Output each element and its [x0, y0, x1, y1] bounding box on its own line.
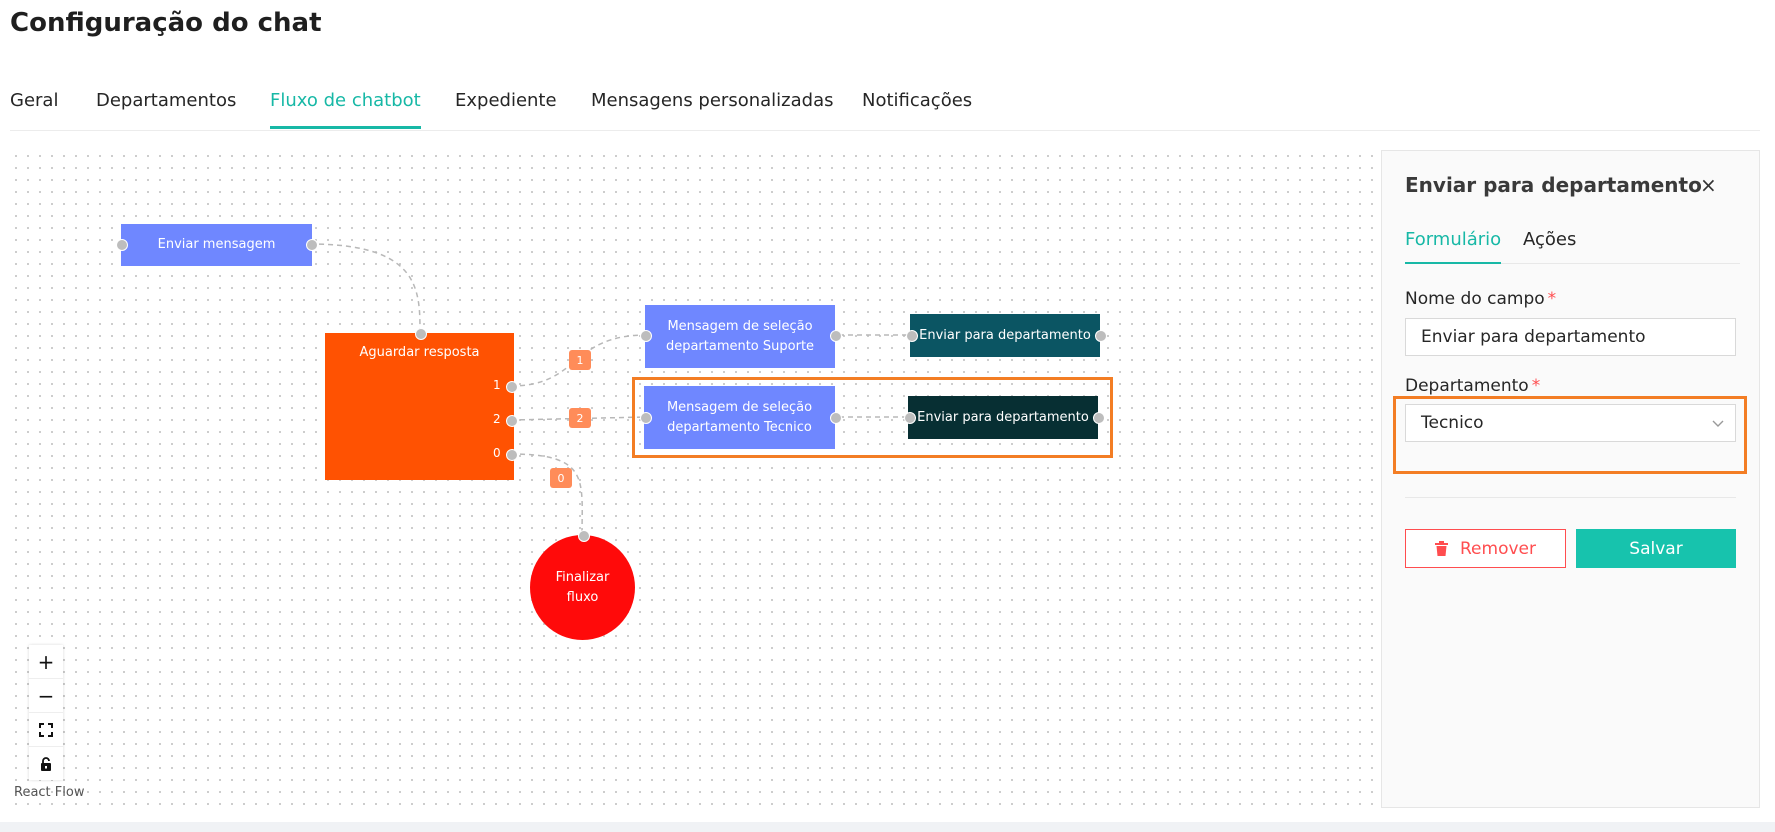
lock-icon: [41, 756, 51, 771]
department-select[interactable]: Tecnico: [1405, 404, 1736, 442]
node-handle[interactable]: [906, 330, 918, 342]
node-handle[interactable]: [578, 530, 590, 542]
fit-view-button[interactable]: [29, 713, 63, 747]
fit-view-icon: [39, 722, 53, 737]
node-label: Finalizar fluxo: [555, 569, 610, 605]
panel-divider: [1405, 497, 1736, 498]
edge-await-to-end: [510, 453, 583, 537]
node-enviar-mensagem[interactable]: Enviar mensagem: [121, 224, 312, 266]
option-label: 2: [493, 412, 501, 426]
tab-formulario[interactable]: Formulário: [1405, 229, 1502, 264]
node-aguardar-resposta[interactable]: Aguardar resposta: [325, 333, 514, 480]
page-title: Configuração do chat: [10, 8, 322, 38]
node-selecao-tecnico[interactable]: Mensagem de seleção departamento Tecnico: [644, 386, 835, 449]
node-handle[interactable]: [506, 449, 518, 461]
flow-controls: + −: [29, 645, 63, 780]
field-name-label: Nome do campo*: [1405, 289, 1556, 309]
node-label: Mensagem de seleção departamento Suporte: [665, 318, 815, 354]
edge-label: 2: [569, 408, 591, 428]
edge-send-to-await: [309, 243, 421, 334]
node-label: Aguardar resposta: [359, 345, 480, 360]
tab-bar: Geral Departamentos Fluxo de chatbot Exp…: [10, 86, 1760, 131]
node-handle[interactable]: [830, 330, 842, 342]
required-mark: *: [1547, 289, 1557, 309]
close-icon[interactable]: ×: [1700, 173, 1717, 197]
node-label: Enviar para departamento: [917, 409, 1089, 425]
required-mark: *: [1531, 376, 1541, 396]
tab-fluxo-de-chatbot[interactable]: Fluxo de chatbot: [270, 90, 421, 129]
node-selecao-suporte[interactable]: Mensagem de seleção departamento Suporte: [645, 305, 835, 368]
node-finalizar-fluxo[interactable]: Finalizar fluxo: [530, 535, 635, 640]
flow-canvas[interactable]: Enviar mensagem Aguardar resposta 1 2 0 …: [10, 150, 1380, 810]
panel-tabs: Formulário Ações: [1405, 219, 1740, 264]
lock-button[interactable]: [29, 747, 63, 780]
node-label: Enviar mensagem: [157, 237, 276, 252]
department-label-text: Departamento: [1405, 376, 1529, 396]
node-handle[interactable]: [506, 381, 518, 393]
node-handle[interactable]: [116, 239, 128, 251]
edge-label: 0: [550, 468, 572, 488]
node-handle[interactable]: [1095, 330, 1107, 342]
field-name-input[interactable]: Enviar para departamento: [1405, 318, 1736, 356]
tab-expediente[interactable]: Expediente: [455, 90, 557, 111]
node-handle[interactable]: [904, 412, 916, 424]
remove-label: Remover: [1460, 538, 1536, 559]
node-label: Mensagem de seleção departamento Tecnico: [666, 399, 813, 435]
bottom-bar: [0, 822, 1775, 832]
node-handle[interactable]: [506, 415, 518, 427]
field-name-value: Enviar para departamento: [1421, 327, 1646, 347]
department-label: Departamento*: [1405, 376, 1540, 396]
node-handle[interactable]: [640, 330, 652, 342]
node-enviar-departamento-suporte[interactable]: Enviar para departamento: [910, 314, 1100, 357]
chevron-down-icon: [1712, 420, 1724, 427]
node-label: Enviar para departamento: [919, 327, 1091, 343]
option-label: 1: [493, 378, 501, 392]
react-flow-attribution[interactable]: React Flow: [14, 785, 85, 800]
field-name-label-text: Nome do campo: [1405, 289, 1545, 309]
department-value: Tecnico: [1421, 413, 1484, 433]
tab-acoes[interactable]: Ações: [1523, 229, 1577, 250]
zoom-in-button[interactable]: +: [29, 645, 63, 679]
tab-geral[interactable]: Geral: [10, 90, 59, 111]
save-button[interactable]: Salvar: [1576, 529, 1736, 568]
node-enviar-departamento-tecnico[interactable]: Enviar para departamento: [908, 396, 1098, 439]
node-handle[interactable]: [415, 328, 427, 340]
selection-highlight: [1393, 396, 1747, 474]
edge-label: 1: [569, 350, 591, 370]
edge-await-to-support: [510, 334, 647, 387]
panel-title: Enviar para departamento: [1405, 173, 1702, 197]
node-handle[interactable]: [1093, 412, 1105, 424]
selection-highlight: [632, 377, 1113, 458]
node-handle[interactable]: [306, 239, 318, 251]
tab-departamentos[interactable]: Departamentos: [96, 90, 237, 111]
trash-icon: [1435, 541, 1448, 556]
tab-notificacoes[interactable]: Notificações: [862, 90, 973, 111]
node-handle[interactable]: [640, 412, 652, 424]
tab-mensagens-personalizadas[interactable]: Mensagens personalizadas: [591, 90, 834, 111]
node-config-panel: Enviar para departamento × Formulário Aç…: [1381, 150, 1760, 808]
option-label: 0: [493, 446, 501, 460]
remove-button[interactable]: Remover: [1405, 529, 1566, 568]
node-handle[interactable]: [830, 412, 842, 424]
zoom-out-button[interactable]: −: [29, 679, 63, 713]
